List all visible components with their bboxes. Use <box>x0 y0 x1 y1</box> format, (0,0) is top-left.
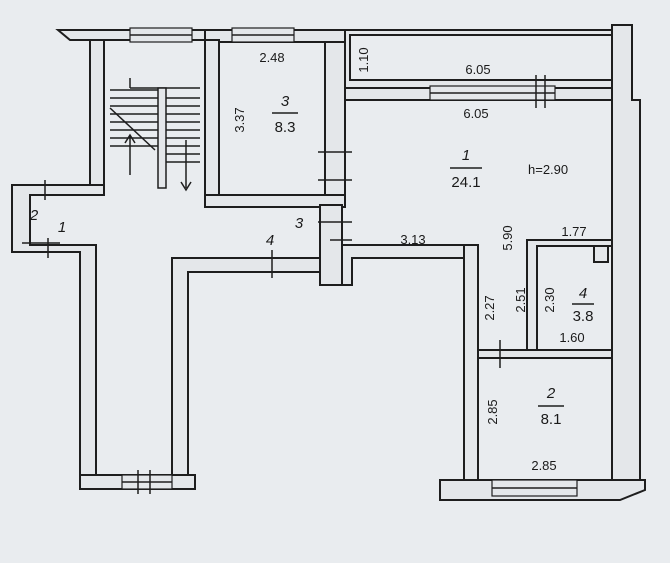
room-4-label: 4 3.8 <box>572 285 594 325</box>
svg-text:3: 3 <box>281 93 290 110</box>
dim-balcony-depth: 1.10 <box>356 47 371 72</box>
room2-top-wall <box>477 349 613 359</box>
ceiling-height: h=2.90 <box>528 162 568 177</box>
dim-room3-top: 2.48 <box>259 50 284 65</box>
left-corridor-wall <box>11 184 105 476</box>
door-marks <box>22 75 546 494</box>
staircase <box>109 78 200 192</box>
corridor-label-2: 2 <box>29 207 39 224</box>
corridor-label-3: 3 <box>295 215 304 232</box>
dim-room4-bottom: 1.60 <box>559 330 584 345</box>
svg-text:2: 2 <box>546 385 556 402</box>
corridor-label-4: 4 <box>266 232 274 249</box>
corridor-label-1: 1 <box>58 219 66 236</box>
dim-room4-top: 1.77 <box>561 224 586 239</box>
dim-room3-side: 3.37 <box>232 107 247 132</box>
dim-room1-width: 6.05 <box>463 106 488 121</box>
dim-room1-height: 5.90 <box>500 225 515 250</box>
dim-corridor: 3.13 <box>400 232 425 247</box>
room3-bottom-wall <box>204 194 346 208</box>
partition-3 <box>319 204 343 286</box>
stair-wall-left <box>89 39 105 196</box>
stair-wall-right <box>204 39 220 206</box>
dim-room2-upper: 2.27 <box>482 295 497 320</box>
svg-text:24.1: 24.1 <box>451 174 480 191</box>
right-wall <box>611 24 641 486</box>
room4-vent <box>593 245 609 263</box>
svg-text:8.3: 8.3 <box>275 119 296 136</box>
room-3-label: 3 8.3 <box>272 93 298 136</box>
room2-left-wall <box>463 244 479 481</box>
svg-text:8.1: 8.1 <box>541 411 562 428</box>
svg-text:4: 4 <box>579 285 587 302</box>
svg-text:3.8: 3.8 <box>573 308 594 325</box>
dim-room2-side: 2.85 <box>485 399 500 424</box>
dim-room2-bottom: 2.85 <box>531 458 556 473</box>
dim-room4-b: 2.30 <box>542 287 557 312</box>
dim-room4-a: 2.51 <box>513 287 528 312</box>
room3-right-wall <box>324 41 346 198</box>
svg-text:1: 1 <box>462 147 470 164</box>
room-2-label: 2 8.1 <box>538 385 564 428</box>
room-1-label: 1 24.1 <box>450 147 482 191</box>
dim-balcony-width: 6.05 <box>465 62 490 77</box>
